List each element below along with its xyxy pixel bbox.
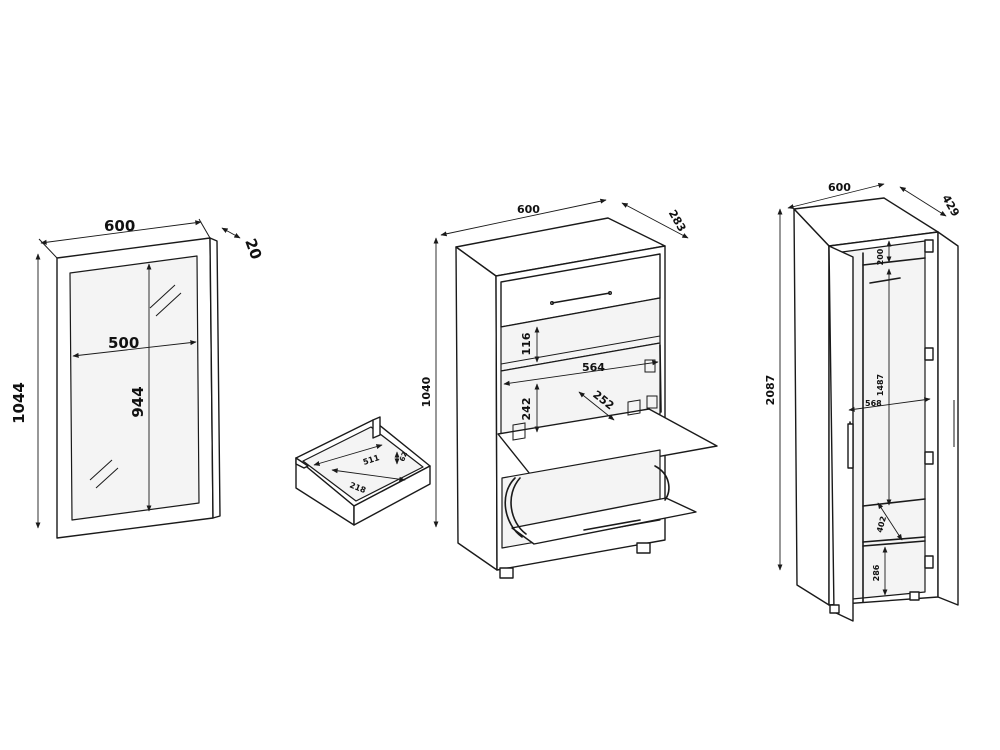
shoe-cabinet-height-label: 1040 <box>420 376 433 407</box>
wardrobe-inner-height-label: 1487 <box>876 374 885 396</box>
wardrobe-bottom-height-label: 286 <box>872 564 881 581</box>
mirror-drawing: 600 20 1044 500 944 <box>10 217 265 539</box>
wardrobe-depth-label: 429 <box>939 192 962 218</box>
wardrobe-drawing: 600 429 2087 200 1487 568 402 286 <box>764 181 962 622</box>
drawer-drawing: 511 218 62 <box>295 416 431 526</box>
wardrobe-width-label: 600 <box>828 181 851 194</box>
shoe-cabinet-flap-height-label: 242 <box>520 398 533 421</box>
mirror-depth-label: 20 <box>241 236 265 262</box>
wardrobe-inner-width-label: 568 <box>865 399 882 408</box>
shoe-cabinet-drawing: 600 283 1040 116 564 242 252 <box>420 198 718 579</box>
mirror-inner-height-label: 944 <box>129 386 147 417</box>
mirror-inner-width-label: 500 <box>108 334 139 352</box>
shoe-cabinet-width-label: 600 <box>517 203 540 216</box>
shoe-cabinet-inner-width-label: 564 <box>582 361 605 374</box>
wardrobe-lower-depth-label: 402 <box>875 515 888 533</box>
mirror-width-label: 600 <box>104 217 135 235</box>
wardrobe-height-label: 2087 <box>764 375 777 406</box>
mirror-glass <box>69 255 200 521</box>
drawer-height-label: 62 <box>398 451 409 463</box>
mirror-height-label: 1044 <box>10 382 28 424</box>
shoe-cabinet-shelf-height-label: 116 <box>520 332 533 355</box>
shoe-cabinet-depth-label: 283 <box>666 208 689 234</box>
wardrobe-top-height-label: 200 <box>876 248 885 265</box>
